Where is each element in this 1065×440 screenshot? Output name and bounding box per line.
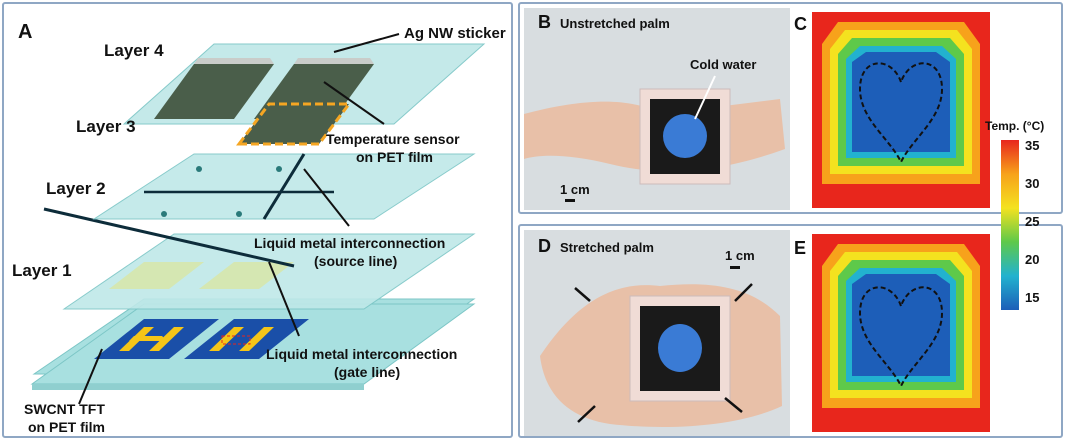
tft-left-gold-3 <box>129 336 167 341</box>
layer-3-label: Layer 3 <box>76 117 136 136</box>
sensor-outline <box>236 102 352 146</box>
panel-bc: B Unstretched palm Cold water 1 cm C <box>518 2 1063 214</box>
water-b <box>663 114 707 158</box>
callout-gate-1: Liquid metal interconnection <box>266 346 457 362</box>
panel-b-label: B <box>538 12 551 32</box>
callout-agnw: Ag NW sticker <box>404 25 506 42</box>
scale-bar-b <box>565 199 575 202</box>
colorbar-title: Temp. (°C) <box>985 119 1044 133</box>
heatmap-e <box>812 234 990 432</box>
callout-temp-2: on PET film <box>356 149 433 165</box>
panel-a: A Layer 4 <box>2 2 513 438</box>
arrow-tft <box>78 348 103 405</box>
panel-c-label: C <box>794 14 807 34</box>
layer-stack-illustration: A Layer 4 <box>12 21 506 435</box>
agnw-right <box>294 58 374 64</box>
via-1 <box>196 166 202 172</box>
callout-source-1: Liquid metal interconnection <box>254 235 445 251</box>
layer-1-edge <box>32 384 364 390</box>
arrow-gate <box>268 261 300 337</box>
gate-line <box>43 207 295 268</box>
panel-bc-svg: B Unstretched palm Cold water 1 cm C <box>524 8 990 210</box>
panel-d-label: D <box>538 236 551 256</box>
heatmap-e-core <box>852 274 950 376</box>
colorbar: Temp. (°C) 35 30 25 20 15 <box>985 119 1044 310</box>
arrow-stretch-3 <box>577 405 596 423</box>
arrow-source <box>303 168 350 227</box>
heatmap-c-core <box>852 52 950 152</box>
tft-left-gold-2 <box>149 327 184 351</box>
agnw-left <box>194 58 274 64</box>
panel-d-caption: Stretched palm <box>560 240 654 255</box>
layer-2-pattern-left <box>109 262 204 289</box>
colorbar-tick-25: 25 <box>1025 214 1039 229</box>
colorbar-gradient <box>1001 140 1019 310</box>
tft-right-dashed <box>221 335 251 345</box>
via-4 <box>236 211 242 217</box>
panel-de: D Stretched palm 1 cm E <box>518 224 1063 438</box>
callout-tft-1: SWCNT TFT <box>24 401 105 417</box>
callout-gate-2: (gate line) <box>334 364 400 380</box>
panel-e-label: E <box>794 238 806 258</box>
colorbar-tick-20: 20 <box>1025 252 1039 267</box>
scale-d: 1 cm <box>725 248 755 263</box>
arrow-temp <box>323 81 385 125</box>
colorbar-tick-35: 35 <box>1025 138 1039 153</box>
callout-tft-2: on PET film <box>28 419 105 435</box>
sensor-left-back <box>154 64 274 119</box>
arrow-cold-water <box>694 75 716 120</box>
via-2 <box>276 166 282 172</box>
arrow-stretch-4 <box>724 397 743 413</box>
source-line <box>262 153 306 220</box>
callout-temp-1: Temperature sensor <box>326 131 460 147</box>
via-3 <box>161 211 167 217</box>
scale-b: 1 cm <box>560 182 590 197</box>
colorbar-tick-15: 15 <box>1025 290 1039 305</box>
panel-b-caption: Unstretched palm <box>560 16 670 31</box>
colorbar-tick-30: 30 <box>1025 176 1039 191</box>
panel-a-label: A <box>18 21 32 43</box>
layer-1-label: Layer 1 <box>12 261 72 280</box>
arrow-stretch-2 <box>734 283 753 302</box>
tft-right-gold-1 <box>209 327 244 351</box>
heatmap-c <box>812 12 990 208</box>
tft-right-gold-2 <box>239 327 274 351</box>
layer-2-label: Layer 2 <box>46 179 106 198</box>
water-d <box>658 324 702 372</box>
heart-outline-c <box>858 62 944 165</box>
heart-outline-e <box>858 286 944 389</box>
callout-source-2: (source line) <box>314 253 397 269</box>
arrow-stretch-1 <box>574 287 591 302</box>
scale-bar-d <box>730 266 740 269</box>
arrow-agnw <box>333 33 400 53</box>
callout-cold-water: Cold water <box>690 57 756 72</box>
panel-de-svg: D Stretched palm 1 cm E <box>524 230 990 436</box>
layer-2-pattern-right <box>199 262 294 289</box>
layer-4-label: Layer 4 <box>104 41 164 60</box>
